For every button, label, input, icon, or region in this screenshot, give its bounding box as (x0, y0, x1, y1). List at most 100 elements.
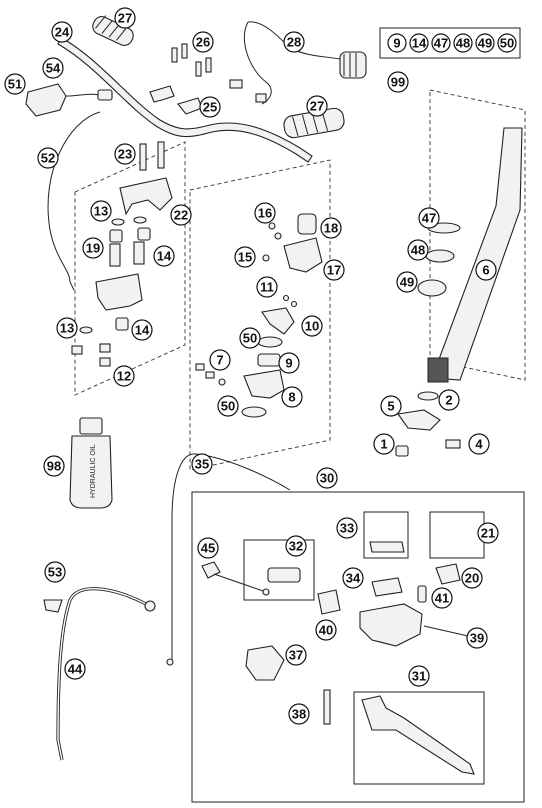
svg-text:31: 31 (412, 669, 426, 684)
svg-text:33: 33 (340, 521, 354, 536)
svg-text:30: 30 (320, 471, 334, 486)
handlebar (57, 37, 313, 163)
svg-text:27: 27 (118, 11, 132, 26)
svg-text:45: 45 (201, 541, 215, 556)
svg-text:44: 44 (68, 662, 83, 677)
callout-15: 15 (234, 246, 256, 268)
callout-27b: 27 (306, 95, 328, 117)
bolt-26b (181, 43, 188, 59)
callout-98: 98 (43, 455, 65, 477)
screw-7a (195, 363, 205, 371)
callout-38: 38 (288, 703, 310, 725)
callout-14b: 14 (131, 319, 153, 341)
svg-text:54: 54 (46, 61, 61, 76)
bushing-14c (115, 317, 129, 331)
bushing-9 (257, 353, 281, 367)
sleeve-18 (297, 213, 317, 235)
clip-53 (43, 599, 63, 613)
svg-text:14: 14 (412, 36, 427, 51)
callout-14a: 14 (153, 245, 175, 267)
oil-bottle-label: HYDRAULIC OIL (90, 444, 97, 498)
switch-connector (97, 89, 113, 101)
callout-12: 12 (113, 365, 135, 387)
oil-bottle-cap (79, 417, 103, 435)
clamp-37 (245, 645, 285, 681)
svg-text:26: 26 (196, 35, 210, 50)
svg-text:32: 32 (289, 539, 303, 554)
bushing-19a (109, 229, 123, 243)
lever-31-box (353, 691, 485, 785)
svg-text:34: 34 (346, 571, 361, 586)
washer-13b (133, 216, 147, 224)
switch-unit (25, 83, 67, 117)
kit-33-box (363, 511, 409, 559)
screw-41 (417, 585, 427, 603)
bolt-23a (139, 143, 147, 171)
svg-text:18: 18 (324, 221, 338, 236)
callout-50a: 50 (239, 327, 261, 349)
callout-20: 20 (461, 567, 483, 589)
bolt-23b (157, 141, 165, 169)
svg-text:1: 1 (380, 437, 387, 452)
svg-text:17: 17 (327, 263, 341, 278)
callout-21: 21 (477, 522, 499, 544)
callout-9: 9 (278, 352, 300, 374)
clutch-cable (47, 111, 101, 283)
callout-5: 5 (380, 395, 402, 417)
bolt-26a (171, 47, 178, 63)
pin-38 (323, 689, 331, 725)
svg-text:6: 6 (482, 263, 489, 278)
clamp-25b (177, 97, 203, 115)
svg-text:14: 14 (135, 323, 150, 338)
svg-text:39: 39 (470, 631, 484, 646)
callout-24: 24 (51, 21, 73, 43)
svg-text:98: 98 (47, 459, 61, 474)
svg-text:5: 5 (387, 399, 394, 414)
callout-32: 32 (285, 535, 307, 557)
boot-40 (317, 589, 341, 615)
washer-13a (111, 218, 125, 226)
lower-clamp (95, 273, 143, 311)
callout-27a: 27 (114, 7, 136, 29)
connector (229, 79, 243, 89)
bushing-2 (417, 391, 439, 401)
callout-17: 17 (323, 259, 345, 281)
bracket-5 (397, 409, 441, 431)
svg-text:47: 47 (434, 36, 448, 51)
callout-51: 51 (4, 73, 26, 95)
nut-12b (99, 343, 111, 353)
callout-52: 52 (37, 147, 59, 169)
piston-32 (267, 567, 301, 583)
kit-item-50: 50 (497, 33, 517, 53)
callout-22: 22 (170, 204, 192, 226)
svg-text:14: 14 (157, 249, 172, 264)
steering-stem (431, 127, 523, 381)
callout-48: 48 (407, 239, 429, 261)
callout-44: 44 (64, 658, 86, 680)
svg-text:50: 50 (221, 399, 235, 414)
callout-37: 37 (285, 644, 307, 666)
callout-39: 39 (466, 627, 488, 649)
clamp-17 (283, 237, 323, 273)
callout-18: 18 (320, 217, 342, 239)
callout-19: 19 (82, 237, 104, 259)
bolt-26d (205, 57, 212, 73)
callout-30: 30 (316, 467, 338, 489)
throttle-housing (339, 51, 367, 79)
upper-clamp-22 (119, 177, 173, 216)
callout-10: 10 (301, 315, 323, 337)
svg-text:9: 9 (285, 356, 292, 371)
callout-45: 45 (197, 537, 219, 559)
bolt-4 (445, 439, 461, 449)
pad-33 (369, 541, 405, 553)
svg-text:13: 13 (94, 204, 108, 219)
bolt-1 (395, 445, 409, 457)
screw-16b (274, 232, 282, 240)
svg-text:15: 15 (238, 250, 252, 265)
svg-text:20: 20 (465, 571, 479, 586)
sleeve-14b (133, 241, 145, 265)
callout-23: 23 (114, 143, 136, 165)
kit-box (379, 27, 521, 59)
cap-20 (435, 563, 461, 585)
